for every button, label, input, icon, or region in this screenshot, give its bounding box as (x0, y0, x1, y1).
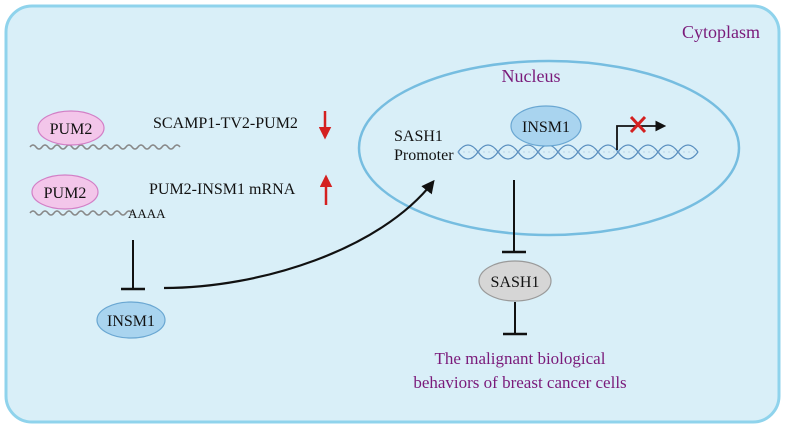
pum2-protein-top (37, 110, 105, 146)
insm1-protein-nucleus (510, 105, 582, 147)
insm1-cytoplasm-label: INSM1 (107, 313, 155, 330)
pum2-insm1-mrna-strand (29, 210, 133, 216)
pum2-insm1-mrna-label: PUM2-INSM1 mRNA (149, 181, 296, 198)
sash1-promoter-label-line1: SASH1 (394, 128, 443, 145)
scamp1-label: SCAMP1-TV2-PUM2 (153, 115, 298, 132)
sash1-label: SASH1 (491, 274, 540, 291)
sash1-protein (478, 260, 552, 302)
nucleus-label: Nucleus (502, 66, 561, 86)
outcome-label-line2: behaviors of breast cancer cells (413, 373, 626, 392)
pum2-bottom-label: PUM2 (44, 185, 87, 202)
pum2-top-label: PUM2 (50, 121, 93, 138)
cytoplasm-label: Cytoplasm (682, 22, 760, 42)
polya-tail-label: AAAA (128, 206, 166, 221)
blocked-x-icon (629, 115, 647, 134)
insm1-protein-cytoplasm (96, 301, 166, 339)
transcription-start-arrow (616, 120, 667, 150)
nucleus-region (357, 59, 741, 237)
insm1-nucleus-label: INSM1 (522, 119, 570, 136)
dna-helix (457, 144, 699, 160)
pum2-protein-bottom (31, 174, 99, 210)
sash1-promoter-label-line2: Promoter (394, 147, 454, 164)
outcome-label-line1: The malignant biological (435, 349, 606, 368)
scamp1-mrna-strand (29, 144, 181, 150)
translocation-arrow (163, 179, 435, 290)
